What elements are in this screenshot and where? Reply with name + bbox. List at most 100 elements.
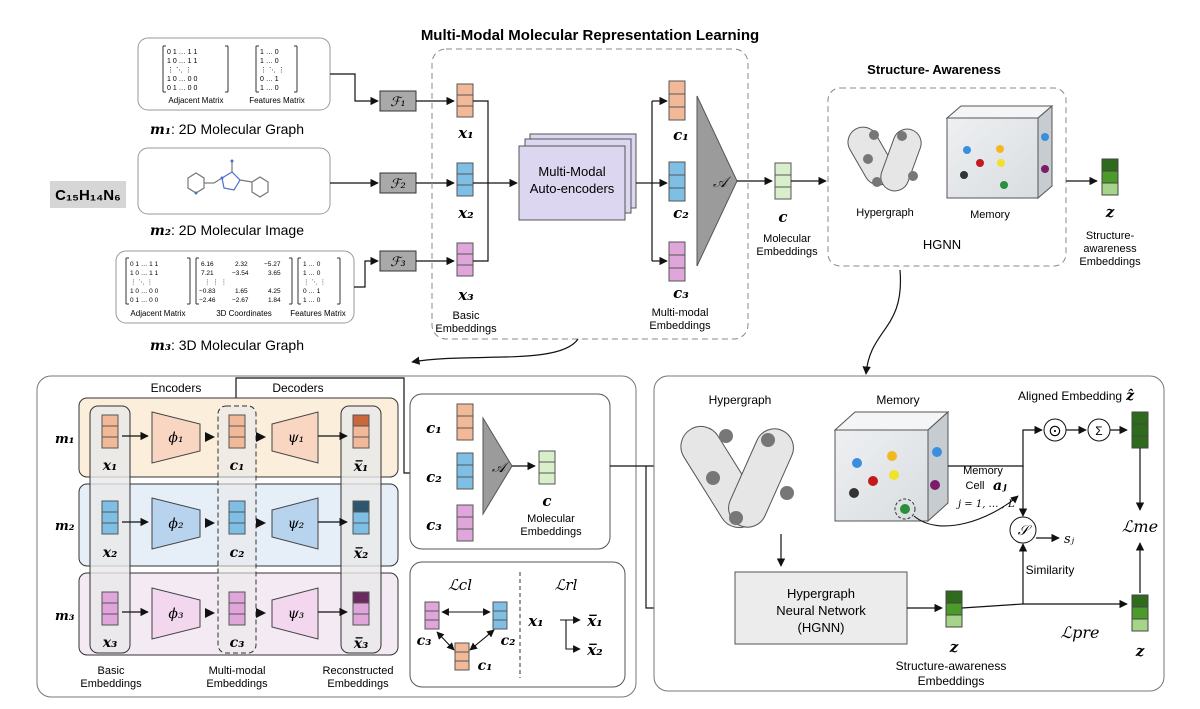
link-to-bottom-left <box>411 338 579 365</box>
row2-c: c₂ <box>230 545 245 561</box>
m1-caption-var: m₁ <box>150 122 171 138</box>
memory-top-cube <box>945 104 1054 200</box>
svg-text:1 … 0: 1 … 0 <box>303 261 321 268</box>
z-target-label: z <box>1135 642 1145 660</box>
z-hat-vector <box>1131 411 1149 449</box>
m3-caption: m₃: 3D Molecular Graph <box>150 337 304 354</box>
decoder-psi2 <box>271 497 319 550</box>
m2-caption-text: : 2D Molecular Image <box>171 222 304 238</box>
m2-caption: m₂: 2D Molecular Image <box>150 222 304 239</box>
svg-text:c₁: c₁ <box>426 419 442 437</box>
memory-bottom-cube <box>833 410 950 523</box>
z-bottom-label: z <box>949 638 959 656</box>
hgnn-top-label: HGNN <box>923 237 961 252</box>
m1-caption-text: : 2D Molecular Graph <box>171 121 304 137</box>
svg-text:ϕ₃: ϕ₃ <box>168 606 184 622</box>
hypergraph-top-icon <box>847 126 922 192</box>
memory-cell-marker <box>894 498 916 520</box>
c3-vector <box>668 241 686 282</box>
svg-text:ψ₁: ψ₁ <box>288 430 305 446</box>
svg-text:1 … 0: 1 … 0 <box>303 270 321 277</box>
svg-text:c₂: c₂ <box>426 468 442 486</box>
fusion-attention: 𝒜 <box>482 416 513 516</box>
molecular-formula: C₁₅H₁₄N₆ <box>55 187 121 204</box>
m3-features-label: Features Matrix <box>290 309 346 318</box>
svg-text:ℱ₂: ℱ₂ <box>390 177 405 192</box>
svg-text:1 … 0: 1 … 0 <box>260 49 279 56</box>
m2-caption-var: m₂ <box>150 223 171 239</box>
svg-text:1 0 … 1 1: 1 0 … 1 1 <box>167 58 197 65</box>
memory-cell-range: j = 1, … , L <box>956 499 1015 510</box>
decoder-psi1 <box>271 411 319 464</box>
link-to-bottom-right <box>862 269 902 375</box>
z-top-vector <box>1101 158 1119 196</box>
row2-x: x₂ <box>102 545 117 561</box>
svg-text:x̅₂: x̅₂ <box>586 641 603 659</box>
m3-caption-text: : 3D Molecular Graph <box>171 337 304 353</box>
svg-text:⋮ ⋮ ⋮: ⋮ ⋮ ⋮ <box>204 279 227 286</box>
svg-text:ϕ₂: ϕ₂ <box>168 516 184 532</box>
elementwise-product-node: ⊙ <box>1043 418 1067 442</box>
m2-input-box <box>137 147 331 215</box>
row1-xr: x̅₁ <box>353 459 368 475</box>
decoders-label: Decoders <box>272 381 323 395</box>
svg-text:1 0 … 1 1: 1 0 … 1 1 <box>130 270 159 277</box>
similarity-node: 𝒮 <box>1009 516 1037 544</box>
row1-x: x₁ <box>102 458 117 474</box>
main-title: Multi-Modal Molecular Representation Lea… <box>421 27 759 44</box>
row3-x: x₃ <box>102 635 117 651</box>
svg-text:0 1 … 0 0: 0 1 … 0 0 <box>130 297 159 304</box>
m3-adjacent-label: Adjacent Matrix <box>130 309 185 318</box>
attention-module: 𝒜 <box>696 95 738 267</box>
encoder-phi3 <box>151 587 201 640</box>
fusion-c1: c₁ <box>426 403 474 441</box>
formula-badge <box>50 181 126 208</box>
molecule-image <box>187 159 269 198</box>
svg-text:1 … 0: 1 … 0 <box>303 297 321 304</box>
m1-caption: m₁: 2D Molecular Graph <box>150 121 304 138</box>
svg-text:ℱ₁: ℱ₁ <box>390 95 405 110</box>
br-hypergraph-label: Hypergraph <box>709 393 772 407</box>
row-m2-label: m₂ <box>55 519 75 534</box>
row-1: x₁ ϕ₁ c₁ ψ₁ x̅₁ <box>101 411 370 475</box>
svg-text:1 0 … 0 0: 1 0 … 0 0 <box>130 288 159 295</box>
svg-text:1 … 0: 1 … 0 <box>260 85 279 92</box>
row2-xr: x̅₂ <box>353 546 368 562</box>
row3-xr: x̅₃ <box>353 636 368 652</box>
svg-text:⊙: ⊙ <box>1048 423 1061 440</box>
svg-text:⋮ ⋱ ⋮: ⋮ ⋱ ⋮ <box>260 67 285 74</box>
svg-text:ψ₃: ψ₃ <box>288 606 305 622</box>
row-2: x₂ ϕ₂ c₂ ψ₂ x̅₂ <box>101 497 370 562</box>
structure-panel <box>827 87 1067 267</box>
svg-text:ℱ₃: ℱ₃ <box>390 255 405 270</box>
encoder-phi2 <box>151 497 201 550</box>
m1-adjacent-matrix: 0 1 … 1 1 1 0 … 1 1 ⋮ ⋱ ⋮ 1 0 … 0 0 0 1 … <box>162 45 229 93</box>
row-m1-label: m₁ <box>55 432 74 447</box>
svg-text:0 … 1: 0 … 1 <box>303 288 321 295</box>
loss-cl: ℒcl <box>448 576 472 594</box>
row-3: x₃ ϕ₃ c₃ ψ₃ x̅₃ <box>101 587 370 652</box>
svg-text:c₃: c₃ <box>417 633 432 649</box>
loss-pre: ℒpre <box>1061 623 1100 642</box>
svg-text:c₂: c₂ <box>501 633 516 649</box>
memory-cell-aj: aⱼ <box>993 478 1007 494</box>
structure-awareness-title: Structure- Awareness <box>867 62 1001 77</box>
svg-text:⋮ ⋱ ⋮: ⋮ ⋱ ⋮ <box>303 279 326 286</box>
fusion-c: c <box>538 450 556 510</box>
svg-text:0 1 … 0 0: 0 1 … 0 0 <box>167 85 197 92</box>
x1-label: x₁ <box>457 124 474 142</box>
svg-text:x̅₁: x̅₁ <box>586 612 603 630</box>
svg-text:c₃: c₃ <box>426 516 442 534</box>
encoder-f2: ℱ₂ <box>379 172 417 194</box>
decoder-psi3 <box>271 587 319 640</box>
